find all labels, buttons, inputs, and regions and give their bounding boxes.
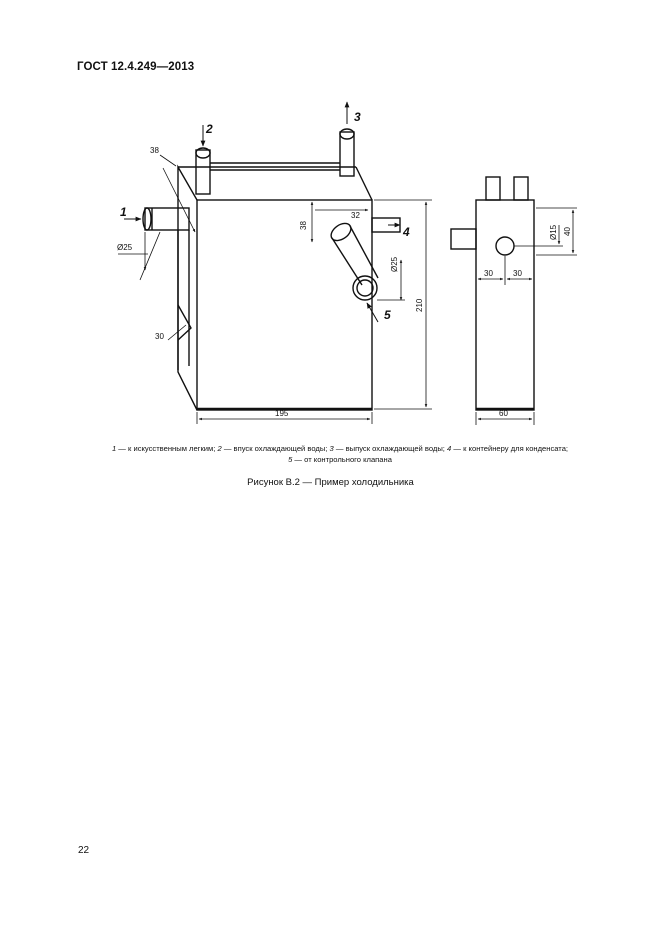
legend-item-2: 2 — впуск охлаждающей воды; [217, 444, 328, 453]
front-view [142, 128, 401, 411]
dim-inlet-offset: 38 [299, 221, 308, 230]
document-header: ГОСТ 12.4.249—2013 [77, 61, 195, 73]
side-dimensions [475, 207, 577, 425]
figure-legend: 1 — к искусственным легким; 2 — впуск ох… [70, 443, 610, 465]
front-dimensions [118, 154, 432, 424]
callout-2: 2 [205, 122, 213, 136]
dim-side-width: 60 [499, 409, 508, 418]
dim-side-right: 30 [513, 269, 522, 278]
legend-item-4: 4 — к контейнеру для конденсата; [447, 444, 569, 453]
page-number: 22 [78, 845, 90, 856]
dim-side-height: 40 [563, 227, 572, 236]
legend-item-3: 3 — выпуск охлаждающей воды; [329, 444, 445, 453]
dim-angle: 30 [155, 332, 164, 341]
dim-connector-diam: Ø25 [390, 256, 399, 272]
callout-3: 3 [354, 110, 361, 124]
callout-1: 1 [120, 205, 127, 219]
dim-lung-diam: Ø25 [117, 243, 133, 252]
dim-hole-diam: Ø15 [549, 224, 558, 240]
callout-5: 5 [384, 308, 391, 322]
side-view [450, 176, 535, 411]
dim-height: 210 [415, 298, 424, 312]
dim-side-left: 30 [484, 269, 493, 278]
figure-caption: Рисунок В.2 — Пример холодильника [247, 477, 414, 488]
legend-item-5: 5 — от контрольного клапана [288, 455, 392, 464]
dim-outlet-offset: 32 [351, 211, 360, 220]
callout-4: 4 [402, 225, 410, 239]
dim-width: 195 [275, 409, 289, 418]
callout-arrows [124, 101, 401, 323]
dim-depth: 38 [150, 146, 159, 155]
legend-item-1: 1 — к искусственным легким; [111, 444, 216, 453]
